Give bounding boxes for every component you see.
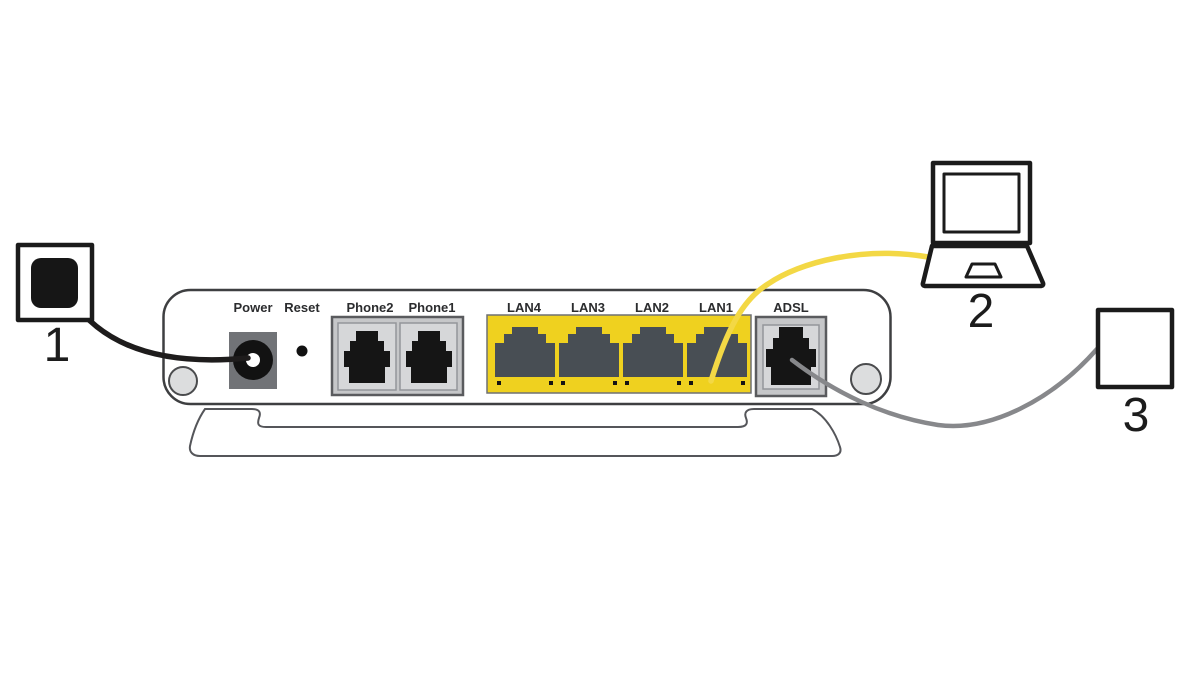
reset-pinhole (296, 345, 308, 357)
lan1-rj45-jack (687, 327, 747, 377)
adsl-label: ADSL (773, 300, 808, 315)
callout-1-label: 1 (44, 319, 71, 372)
laptop: 2 (920, 160, 1046, 338)
lan4-rj45-jack (495, 327, 555, 377)
phone2-rj11-jack (344, 331, 390, 383)
power-adapter-block (31, 258, 78, 308)
ethernet-cable (708, 250, 931, 384)
power-adapter-plug: 1 (15, 242, 95, 372)
laptop-screen-inner (942, 172, 1021, 234)
screw-hole-right (850, 363, 882, 395)
lan2-rj45-jack (623, 327, 683, 377)
lan3-rj45-jack (559, 327, 619, 377)
screw-hole-left (168, 366, 198, 396)
lan1-label: LAN1 (699, 300, 733, 315)
wall-socket-outline (1095, 307, 1175, 390)
power-port: Power (229, 300, 277, 389)
lan3-label: LAN3 (571, 300, 605, 315)
phone1-label: Phone1 (409, 300, 456, 315)
reset-control: Reset (284, 300, 320, 357)
router: Power Reset Phone2 Phone1 LAN4 LAN3 LAN2… (162, 288, 892, 457)
reset-label: Reset (284, 300, 320, 315)
lan-panel: LAN4 LAN3 LAN2 LAN1 (486, 300, 752, 394)
callout-2-label: 2 (968, 285, 995, 338)
router-stand (188, 408, 842, 457)
phone-ports: Phone2 Phone1 (330, 300, 465, 397)
lan2-label: LAN2 (635, 300, 669, 315)
laptop-touchpad (964, 262, 1003, 279)
phone2-label: Phone2 (347, 300, 394, 315)
lan4-label: LAN4 (507, 300, 542, 315)
callout-3-label: 3 (1123, 389, 1150, 442)
adsl-cable (789, 346, 1100, 429)
lan-led-dots (497, 381, 745, 385)
adsl-port: ADSL (754, 300, 828, 398)
phone1-rj11-jack (406, 331, 452, 383)
power-port-label: Power (233, 300, 272, 315)
phone-wall-socket: 3 (1095, 307, 1175, 442)
